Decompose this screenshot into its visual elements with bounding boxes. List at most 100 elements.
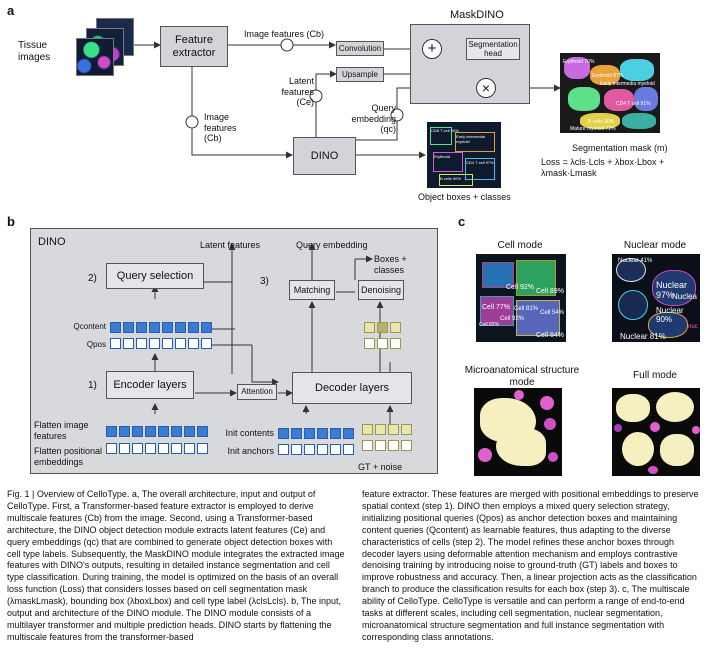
token: [401, 440, 412, 451]
seg-label: Erythroid 70%: [563, 59, 595, 65]
token: [123, 322, 134, 333]
token: [149, 322, 160, 333]
add-operator-icon: +: [422, 39, 442, 59]
latent-features-label: Latent features (Ce): [281, 76, 314, 107]
nuclear-label: Nuclear 41%: [618, 258, 653, 264]
object-boxes-image: CD8 T cell 94% Early intermedia myeloid …: [427, 122, 501, 188]
image-features-top-label: Image features (Cb): [244, 29, 325, 39]
token: [197, 426, 208, 437]
token: [401, 424, 412, 435]
cell-label: Cell 77%: [482, 304, 511, 311]
dino-detail-title: DINO: [38, 236, 66, 248]
maskdino-title: MaskDINO: [450, 9, 504, 21]
seg-label: Erythroid 87%: [592, 73, 624, 79]
segmentation-head-box: Segmentation head: [466, 38, 520, 60]
latent-features-header: Latent features: [200, 240, 261, 250]
seg-label: B cells 90%: [588, 119, 615, 125]
loss-formula: Loss = λcls·Lcls + λbox·Lbox + λmask·Lma…: [541, 157, 665, 178]
token: [343, 428, 354, 439]
query-selection-box: Query selection: [106, 263, 204, 289]
token: [362, 440, 373, 451]
token: [375, 424, 386, 435]
token: [158, 443, 169, 454]
image-features-left-label: Image features (Cb): [204, 112, 237, 143]
token: [158, 426, 169, 437]
nuclear-label: Nuclear 97%: [656, 280, 688, 300]
token: [377, 322, 388, 333]
token: [390, 322, 401, 333]
cell-label: Cell 54%: [540, 310, 565, 316]
microanatomical-mode-image: [474, 388, 562, 476]
attention-box: Attention: [237, 384, 277, 400]
maskdino-container: [410, 24, 530, 104]
panel-label-c: c: [458, 214, 466, 229]
init-anchors-label: Init anchors: [227, 446, 274, 456]
token: [278, 444, 289, 455]
q-pos-label: Qpos: [86, 340, 106, 349]
segmentation-mask-label: Segmentation mask (m): [572, 143, 668, 153]
figure-caption-right: feature extractor. These features are me…: [362, 489, 699, 642]
seg-label: Early intermedia myeloid: [600, 81, 655, 87]
segmentation-mask-image: Erythroid 70% Erythroid 87% Early interm…: [560, 53, 660, 133]
convolution-box: Convolution: [336, 41, 384, 56]
q-content-label: Qcontent: [73, 322, 106, 331]
nuclear-label: Nuclea: [672, 292, 697, 301]
query-embedding-label: Query embedding (qc): [351, 103, 396, 134]
decoder-layers-box: Decoder layers: [292, 372, 412, 404]
dino-box: DINO: [293, 137, 356, 175]
feature-extractor-box: Feature extractor: [160, 26, 228, 67]
token: [330, 428, 341, 439]
token: [106, 426, 117, 437]
token: [132, 443, 143, 454]
token: [149, 338, 160, 349]
step-1-label: 1): [88, 380, 97, 391]
cell-mode-label: Cell mode: [497, 240, 543, 251]
panel-label-b: b: [7, 214, 15, 229]
token: [188, 338, 199, 349]
token: [304, 444, 315, 455]
token: [278, 428, 289, 439]
token: [188, 322, 199, 333]
tissue-images-label: Tissue images: [18, 40, 51, 63]
token: [162, 338, 173, 349]
token: [136, 338, 147, 349]
cell-label: Cell 82%: [479, 322, 500, 328]
nuclear-mode-label: Nuclear mode: [623, 240, 687, 251]
token: [201, 338, 212, 349]
token: [171, 426, 182, 437]
token: [175, 338, 186, 349]
token: [343, 444, 354, 455]
cell-label: Cell 89%: [536, 288, 565, 295]
query-embedding-header: Query embedding: [296, 240, 368, 250]
token: [317, 444, 328, 455]
nuclear-mode-image: Nuclear 41% Nuclear 97% Nuclea Nuclear 9…: [612, 254, 700, 342]
step-3-label: 3): [260, 276, 269, 287]
full-mode-label: Full mode: [633, 370, 677, 381]
box-label: Erythroid: [434, 154, 451, 159]
token: [136, 322, 147, 333]
token: [364, 322, 375, 333]
cell-label: Cell 84%: [536, 332, 565, 339]
full-mode-image: [612, 388, 700, 476]
token: [171, 443, 182, 454]
token: [364, 338, 375, 349]
nuclear-label: Nuclear 81%: [620, 332, 666, 341]
token: [110, 322, 121, 333]
cell-mode-image: Cell 92% Cell 92% Cell 89% Cell 77% Cell…: [476, 254, 566, 342]
step-2-label: 2): [88, 273, 97, 284]
gt-noise-label: GT + noise: [358, 462, 403, 472]
panel-label-a: a: [7, 3, 15, 18]
denoising-box: Denoising: [358, 280, 404, 300]
cell-label: Cell 92%: [506, 284, 535, 291]
token: [106, 443, 117, 454]
box-label: Early intermedia myeloid: [456, 134, 485, 144]
seg-label: Mature myeloid 72%: [570, 126, 616, 132]
init-contents-label: Init contents: [225, 428, 274, 438]
token: [330, 444, 341, 455]
token: [377, 338, 388, 349]
figure-caption-left: Fig. 1 | Overview of CelloType. a, The o…: [7, 489, 345, 642]
token: [291, 444, 302, 455]
box-label: CD8 T cell 94%: [431, 128, 459, 133]
multiply-operator-icon: ×: [476, 78, 496, 98]
token: [184, 426, 195, 437]
